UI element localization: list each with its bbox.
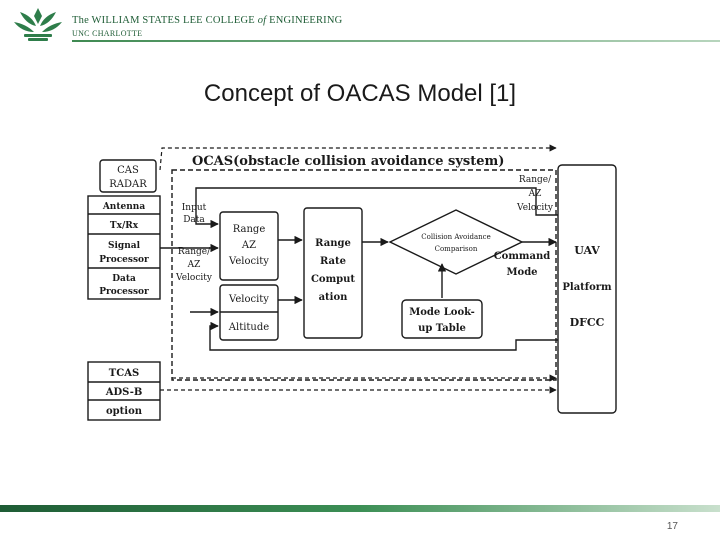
data-label: Data — [112, 274, 136, 284]
college-name-of: of — [257, 15, 267, 26]
ocas-system-border — [171, 169, 557, 381]
mode-label: Mode — [506, 267, 537, 278]
edge-dashed-top — [159, 144, 557, 171]
header: The WILLIAM STATES LEE COLLEGE of ENGINE… — [0, 0, 720, 50]
top-range-label: Range/ — [519, 175, 552, 185]
top-velocity-label: Velocity — [516, 203, 554, 213]
range-box-label: Range — [233, 224, 266, 235]
page-number: 17 — [666, 521, 678, 532]
college-name-suffix: ENGINEERING — [269, 15, 343, 26]
adsb-label: ADS-B — [105, 387, 143, 398]
range-rate-box — [303, 207, 363, 339]
platform-label: Platform — [562, 282, 612, 293]
data-input-label: Data — [183, 215, 205, 225]
signal-processor-label: Processor — [99, 255, 149, 265]
cas-label: CAS — [117, 165, 139, 176]
range-az-velocity-box — [219, 211, 279, 281]
data-processor-label: Processor — [99, 287, 149, 297]
mode-lookup-label-2: up Table — [418, 323, 466, 334]
txrx-label: Tx/Rx — [110, 221, 139, 231]
range-rate-label-3: Comput — [311, 274, 355, 285]
crown-leaf-logo-icon — [14, 8, 62, 41]
tcas-label: TCAS — [109, 368, 139, 379]
college-name: The WILLIAM STATES LEE COLLEGE of ENGINE… — [72, 15, 342, 26]
az-box-label: AZ — [241, 240, 256, 251]
comparison-label-2: Comparison — [435, 245, 478, 253]
command-label: Command — [494, 251, 551, 262]
altitude-box-label: Altitude — [228, 322, 269, 333]
signal-label: Signal — [108, 241, 141, 251]
option-label: option — [106, 406, 143, 417]
edge-uav-to-ranges — [195, 187, 558, 229]
edge-feedback-to-velocity — [209, 321, 558, 351]
footer-band — [0, 505, 720, 512]
university-name: UNC CHARLOTTE — [72, 29, 143, 38]
mode-lookup-box — [401, 299, 483, 339]
antenna-label: Antenna — [102, 202, 145, 212]
college-name-prefix: The WILLIAM STATES LEE COLLEGE — [72, 15, 255, 26]
uav-box — [557, 164, 617, 414]
comparison-diamond — [388, 209, 524, 275]
velocity-box-label: Velocity — [228, 256, 269, 267]
range-rate-label-1: Range — [315, 238, 351, 249]
az-edge-label: AZ — [187, 260, 201, 270]
range-rate-label-4: ation — [319, 292, 349, 303]
tcas-modules-box — [87, 361, 161, 421]
system-title: OCAS(obstacle collision avoidance system… — [192, 154, 504, 169]
cas-radar-box — [99, 159, 157, 193]
range-edge-label: Range/ — [178, 247, 211, 257]
mode-lookup-label-1: Mode Look- — [409, 307, 475, 318]
comparison-label-1: Collision Avoidance — [421, 233, 490, 241]
top-az-label: AZ — [528, 189, 542, 199]
slide-title: Concept of OACAS Model [1] — [203, 80, 517, 107]
velocity-edge-label: Velocity — [175, 273, 213, 283]
dfcc-label: DFCC — [570, 316, 605, 329]
radar-label: RADAR — [109, 179, 147, 190]
velocity-box2-label: Velocity — [228, 294, 269, 305]
oacas-diagram: OCAS(obstacle collision avoidance system… — [87, 144, 617, 421]
range-rate-label-2: Rate — [320, 256, 346, 267]
uav-label: UAV — [574, 244, 600, 257]
header-rule — [72, 40, 720, 42]
input-label: Input — [182, 203, 207, 213]
